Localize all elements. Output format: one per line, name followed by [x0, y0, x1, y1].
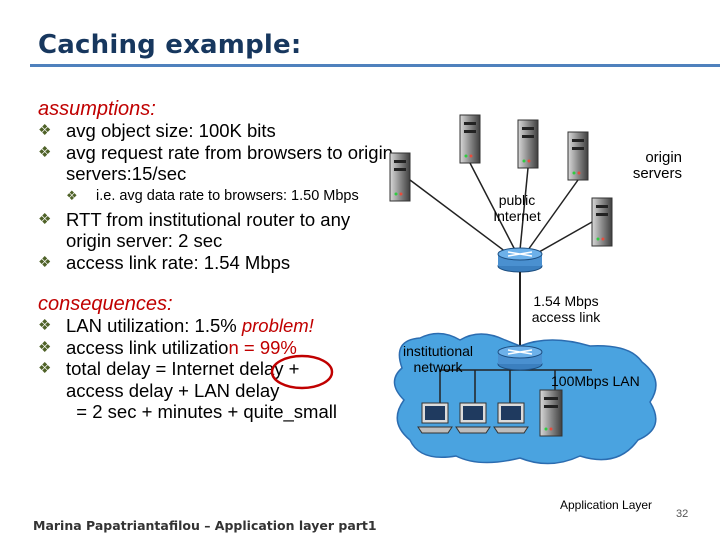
server-icon — [567, 131, 589, 181]
diamond-bullet-icon: ❖ — [38, 210, 52, 228]
assumption-item: ❖ RTT from institutional router to any o… — [38, 209, 398, 252]
institutional-network-label: institutional network — [402, 343, 474, 375]
assumption-item: ❖ avg object size: 100K bits — [38, 120, 398, 142]
assumption-item: ❖ avg request rate from browsers to orig… — [38, 142, 398, 185]
router-icon — [497, 345, 543, 371]
assumption-item: ❖ access link rate: 1.54 Mbps — [38, 252, 398, 274]
diamond-bullet-icon: ❖ — [38, 253, 52, 271]
server-icon — [389, 152, 411, 202]
consequence-item: ❖ total delay = Internet delay + — [38, 358, 398, 380]
diamond-bullet-icon: ❖ — [38, 143, 52, 161]
consequence-text: LAN utilization: 1.5% — [66, 315, 237, 336]
lan-label: 100Mbps LAN — [551, 373, 640, 389]
assumption-text: access link rate: 1.54 Mbps — [66, 251, 291, 273]
server-icon — [517, 119, 539, 169]
problem-flag: problem! — [241, 315, 314, 336]
footer-section: Application Layer — [560, 498, 653, 512]
workstation-icon — [417, 402, 453, 434]
public-internet-label: public Internet — [493, 192, 541, 224]
highlight-circle — [270, 354, 334, 390]
footer-author: Marina Papatriantafilou – Application la… — [33, 518, 377, 533]
network-diagram — [389, 114, 657, 465]
diamond-bullet-icon: ❖ — [38, 338, 52, 356]
assumption-text: avg object size: 100K bits — [66, 120, 276, 141]
page-number: 32 — [676, 508, 689, 520]
consequence-item: ❖ LAN utilization: 1.5% problem! — [38, 315, 398, 337]
server-icon — [539, 389, 563, 437]
server-icon — [459, 114, 481, 164]
slide-title: Caching example: — [38, 30, 302, 60]
workstation-icon — [493, 402, 529, 434]
diamond-bullet-icon: ❖ — [38, 122, 52, 139]
consequence-continuation: = 2 sec + minutes + quite_small — [66, 401, 337, 422]
assumption-text: avg request rate from browsers to origin… — [66, 141, 393, 185]
router-icon — [497, 247, 543, 273]
consequence-text: access link utilizatio — [66, 336, 229, 358]
consequences-heading: consequences: — [38, 293, 173, 315]
utilization-value: n = 99% — [228, 336, 297, 358]
diamond-bullet-icon: ❖ — [38, 317, 52, 334]
diamond-bullet-icon: ❖ — [66, 187, 78, 203]
access-link-label: 1.54 Mbps access link — [531, 293, 601, 325]
assumption-sub-text: i.e. avg data rate to browsers: 1.50 Mbp… — [96, 187, 359, 204]
workstation-icon — [455, 402, 491, 434]
assumptions-heading: assumptions: — [38, 98, 156, 120]
server-icon — [591, 197, 613, 247]
consequence-text: total delay = Internet delay + — [66, 358, 300, 379]
title-underline — [30, 64, 720, 67]
diamond-bullet-icon: ❖ — [38, 360, 52, 377]
consequence-item: ❖ access link utilization = 99% — [38, 337, 398, 359]
origin-servers-label: origin servers — [632, 149, 682, 182]
consequence-continuation: access delay + LAN delay — [66, 379, 280, 401]
assumption-subitem: ❖ i.e. avg data rate to browsers: 1.50 M… — [38, 188, 398, 204]
text-column: assumptions: ❖ avg object size: 100K bit… — [38, 98, 398, 423]
assumption-text: RTT from institutional router to any ori… — [66, 208, 351, 252]
